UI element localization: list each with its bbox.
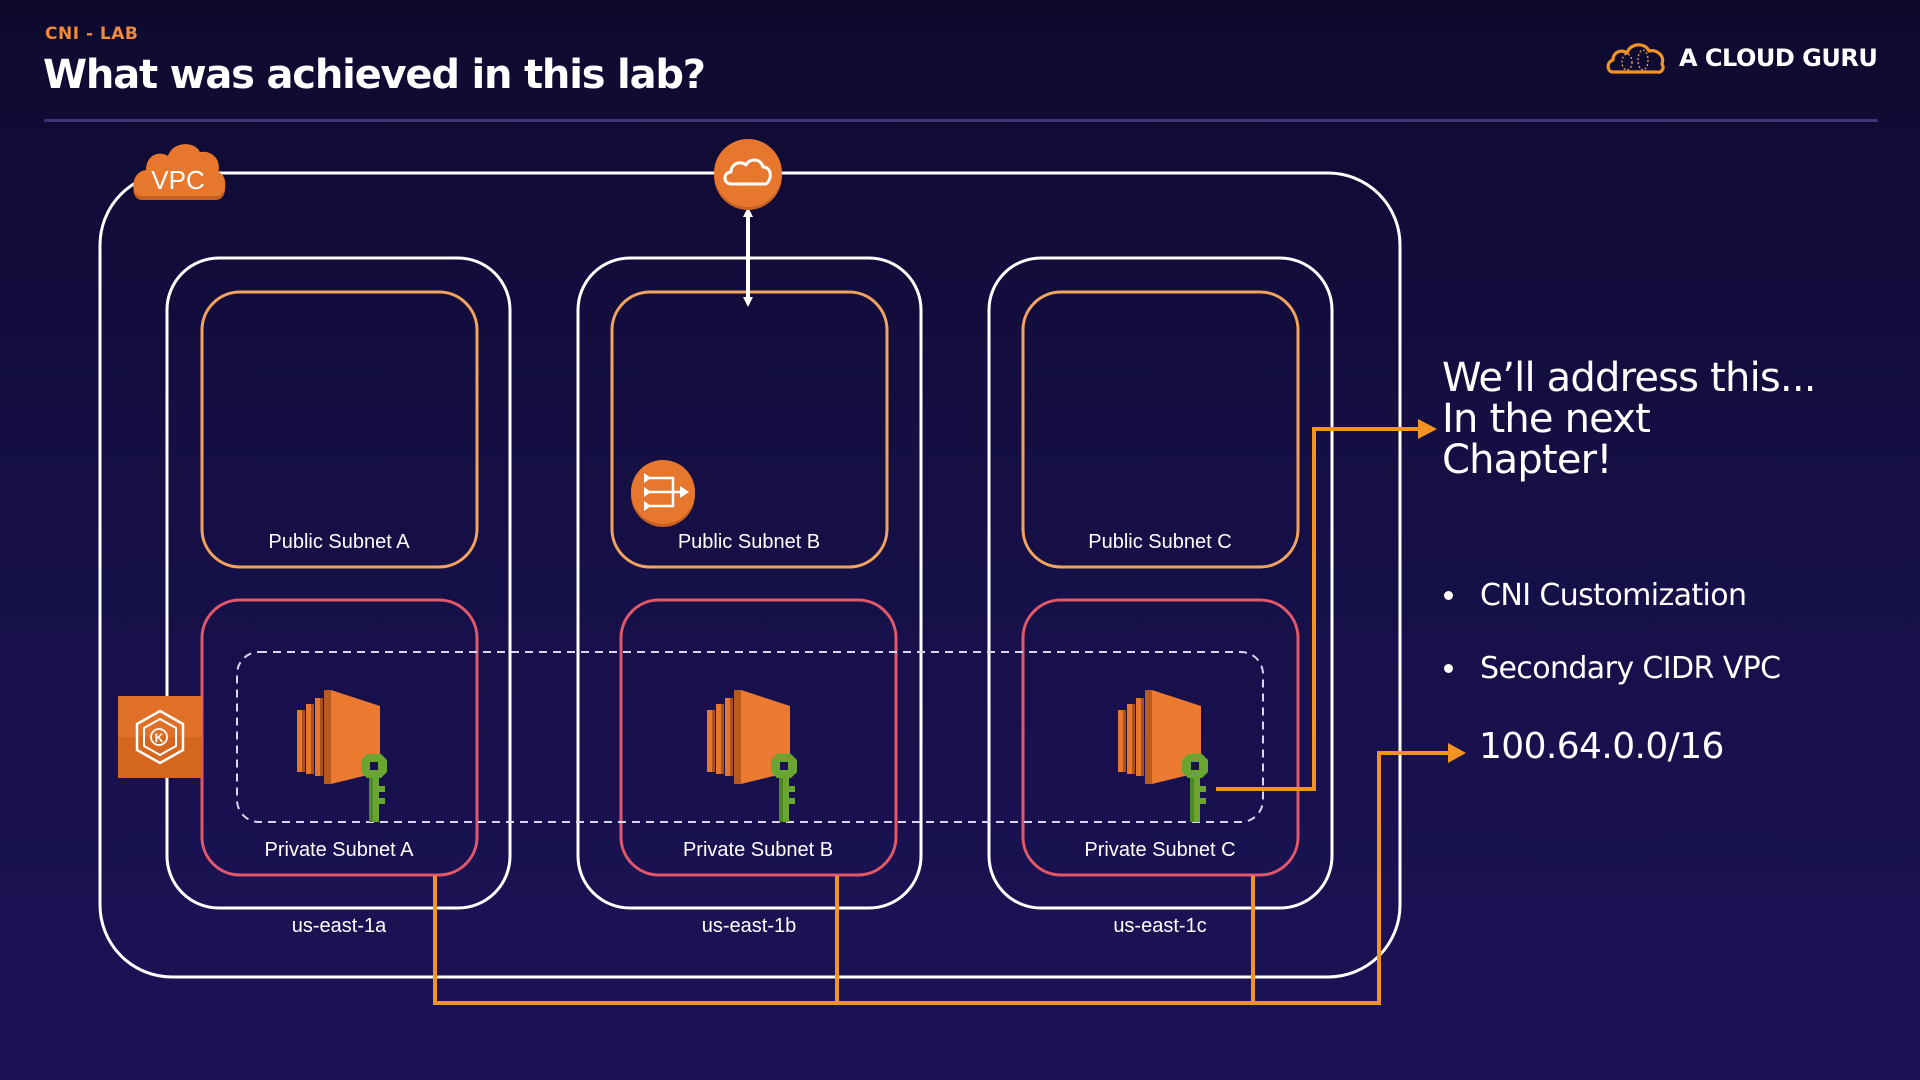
node-group-boundary [236, 651, 1264, 823]
note-line: Chapter! [1442, 437, 1612, 483]
ec2-instance-icon[interactable] [1118, 690, 1208, 822]
private-subnet-b [619, 598, 898, 877]
az-box-a [165, 256, 512, 910]
public-subnet-c-label: Public Subnet C [1088, 531, 1231, 553]
bullet-icon [1444, 591, 1453, 600]
private-subnet-c [1021, 598, 1300, 877]
private-subnet-c-label: Private Subnet C [1084, 839, 1235, 861]
next-chapter-note: We’ll address this... In the next Chapte… [1442, 358, 1816, 481]
key-icon [1182, 754, 1208, 822]
az-label-a: us-east-1a [292, 915, 387, 937]
bullet-text: CNI Customization [1480, 578, 1747, 613]
key-icon [361, 754, 387, 822]
title-divider [44, 119, 1878, 122]
bullet-icon [1444, 664, 1453, 673]
internet-gateway-icon[interactable] [714, 139, 782, 210]
az-box-b [576, 256, 923, 910]
note-line: We’ll address this... [1442, 355, 1816, 401]
public-subnet-a-label: Public Subnet A [268, 531, 410, 553]
private-subnet-a-label: Private Subnet A [265, 839, 415, 861]
private-subnet-b-label: Private Subnet B [683, 839, 833, 861]
section-eyebrow: CNI - LAB [45, 24, 139, 44]
public-subnet-c [1021, 290, 1300, 569]
public-subnet-a [200, 290, 479, 569]
list-item: Secondary CIDR VPC [1440, 651, 1781, 686]
brand-logo: A CLOUD GURU [1605, 38, 1878, 78]
eks-icon[interactable]: K [118, 696, 202, 778]
nat-gateway-icon[interactable] [631, 460, 695, 527]
az-box-c [987, 256, 1334, 910]
public-subnet-b [610, 290, 889, 569]
public-subnet-b-label: Public Subnet B [678, 531, 820, 553]
ec2-instance-icon[interactable] [707, 690, 797, 822]
vpc-cloud-icon: VPC [133, 144, 226, 200]
brand-name: A CLOUD GURU [1679, 44, 1878, 72]
vpc-label: VPC [151, 165, 204, 195]
az-label-c: us-east-1c [1113, 915, 1206, 937]
note-line: In the next [1442, 396, 1651, 442]
slide-title: What was achieved in this lab? [43, 52, 706, 98]
cidr-arrowhead [1448, 743, 1466, 763]
cidr-block-label: 100.64.0.0/16 [1479, 726, 1724, 767]
acg-cloud-logo-icon [1606, 43, 1665, 74]
list-item: CNI Customization [1440, 578, 1747, 613]
next-chapter-arrowhead [1418, 419, 1437, 439]
ec2-instance-icon[interactable] [297, 690, 387, 822]
az-label-b: us-east-1b [702, 915, 797, 937]
key-icon [771, 754, 797, 822]
secondary-cidr-connector [433, 751, 1452, 1005]
bullet-text: Secondary CIDR VPC [1480, 651, 1781, 686]
svg-text:K: K [155, 731, 164, 745]
next-chapter-connector [1216, 427, 1420, 791]
